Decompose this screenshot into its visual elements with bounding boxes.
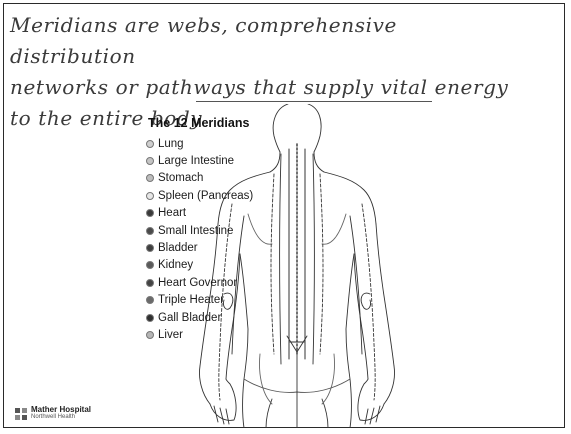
meridian-swatch-icon	[146, 192, 154, 200]
meridian-swatch-icon	[146, 261, 154, 269]
meridian-item: Spleen (Pancreas)	[146, 187, 253, 204]
meridian-swatch-icon	[146, 157, 154, 165]
meridian-item: Liver	[146, 326, 253, 343]
meridian-label: Heart	[158, 207, 186, 219]
meridian-label: Gall Bladder	[158, 312, 221, 324]
hospital-logo-icon	[14, 407, 28, 421]
meridian-label: Lung	[158, 138, 184, 150]
meridian-item: Bladder	[146, 239, 253, 256]
meridian-label: Bladder	[158, 242, 198, 254]
figure-title: The 12 Meridians	[148, 116, 249, 130]
meridian-label: Spleen (Pancreas)	[158, 190, 253, 202]
caption-line-2: networks or pathways that supply vital e…	[10, 72, 510, 103]
meridian-label: Heart Governor	[158, 277, 237, 289]
meridian-swatch-icon	[146, 174, 154, 182]
meridian-swatch-icon	[146, 244, 154, 252]
meridian-swatch-icon	[146, 296, 154, 304]
meridian-label: Liver	[158, 329, 183, 341]
meridian-swatch-icon	[146, 140, 154, 148]
caption-underline	[196, 101, 432, 102]
hospital-name: Mather Hospital	[31, 406, 91, 414]
meridian-item: Heart Governor	[146, 274, 253, 291]
meridian-item: Heart	[146, 205, 253, 222]
meridian-swatch-icon	[146, 227, 154, 235]
meridian-item: Small Intestine	[146, 222, 253, 239]
meridian-label: Kidney	[158, 259, 193, 271]
hospital-subtitle: Northwell Health	[31, 414, 91, 421]
hospital-logo: Mather Hospital Northwell Health	[14, 406, 91, 421]
meridian-figure: The 12 Meridians LungLarge IntestineStom…	[140, 104, 437, 428]
meridian-item: Triple Heater	[146, 292, 253, 309]
meridian-legend: LungLarge IntestineStomachSpleen (Pancre…	[146, 135, 253, 344]
meridian-label: Triple Heater	[158, 294, 224, 306]
meridian-item: Stomach	[146, 170, 253, 187]
meridian-item: Kidney	[146, 257, 253, 274]
meridian-swatch-icon	[146, 314, 154, 322]
meridian-label: Small Intestine	[158, 225, 233, 237]
meridian-swatch-icon	[146, 209, 154, 217]
meridian-label: Large Intestine	[158, 155, 234, 167]
meridian-label: Stomach	[158, 172, 203, 184]
caption-line-1: Meridians are webs, comprehensive distri…	[10, 10, 510, 72]
meridian-item: Large Intestine	[146, 152, 253, 169]
meridian-item: Gall Bladder	[146, 309, 253, 326]
meridian-item: Lung	[146, 135, 253, 152]
meridian-swatch-icon	[146, 331, 154, 339]
meridian-swatch-icon	[146, 279, 154, 287]
